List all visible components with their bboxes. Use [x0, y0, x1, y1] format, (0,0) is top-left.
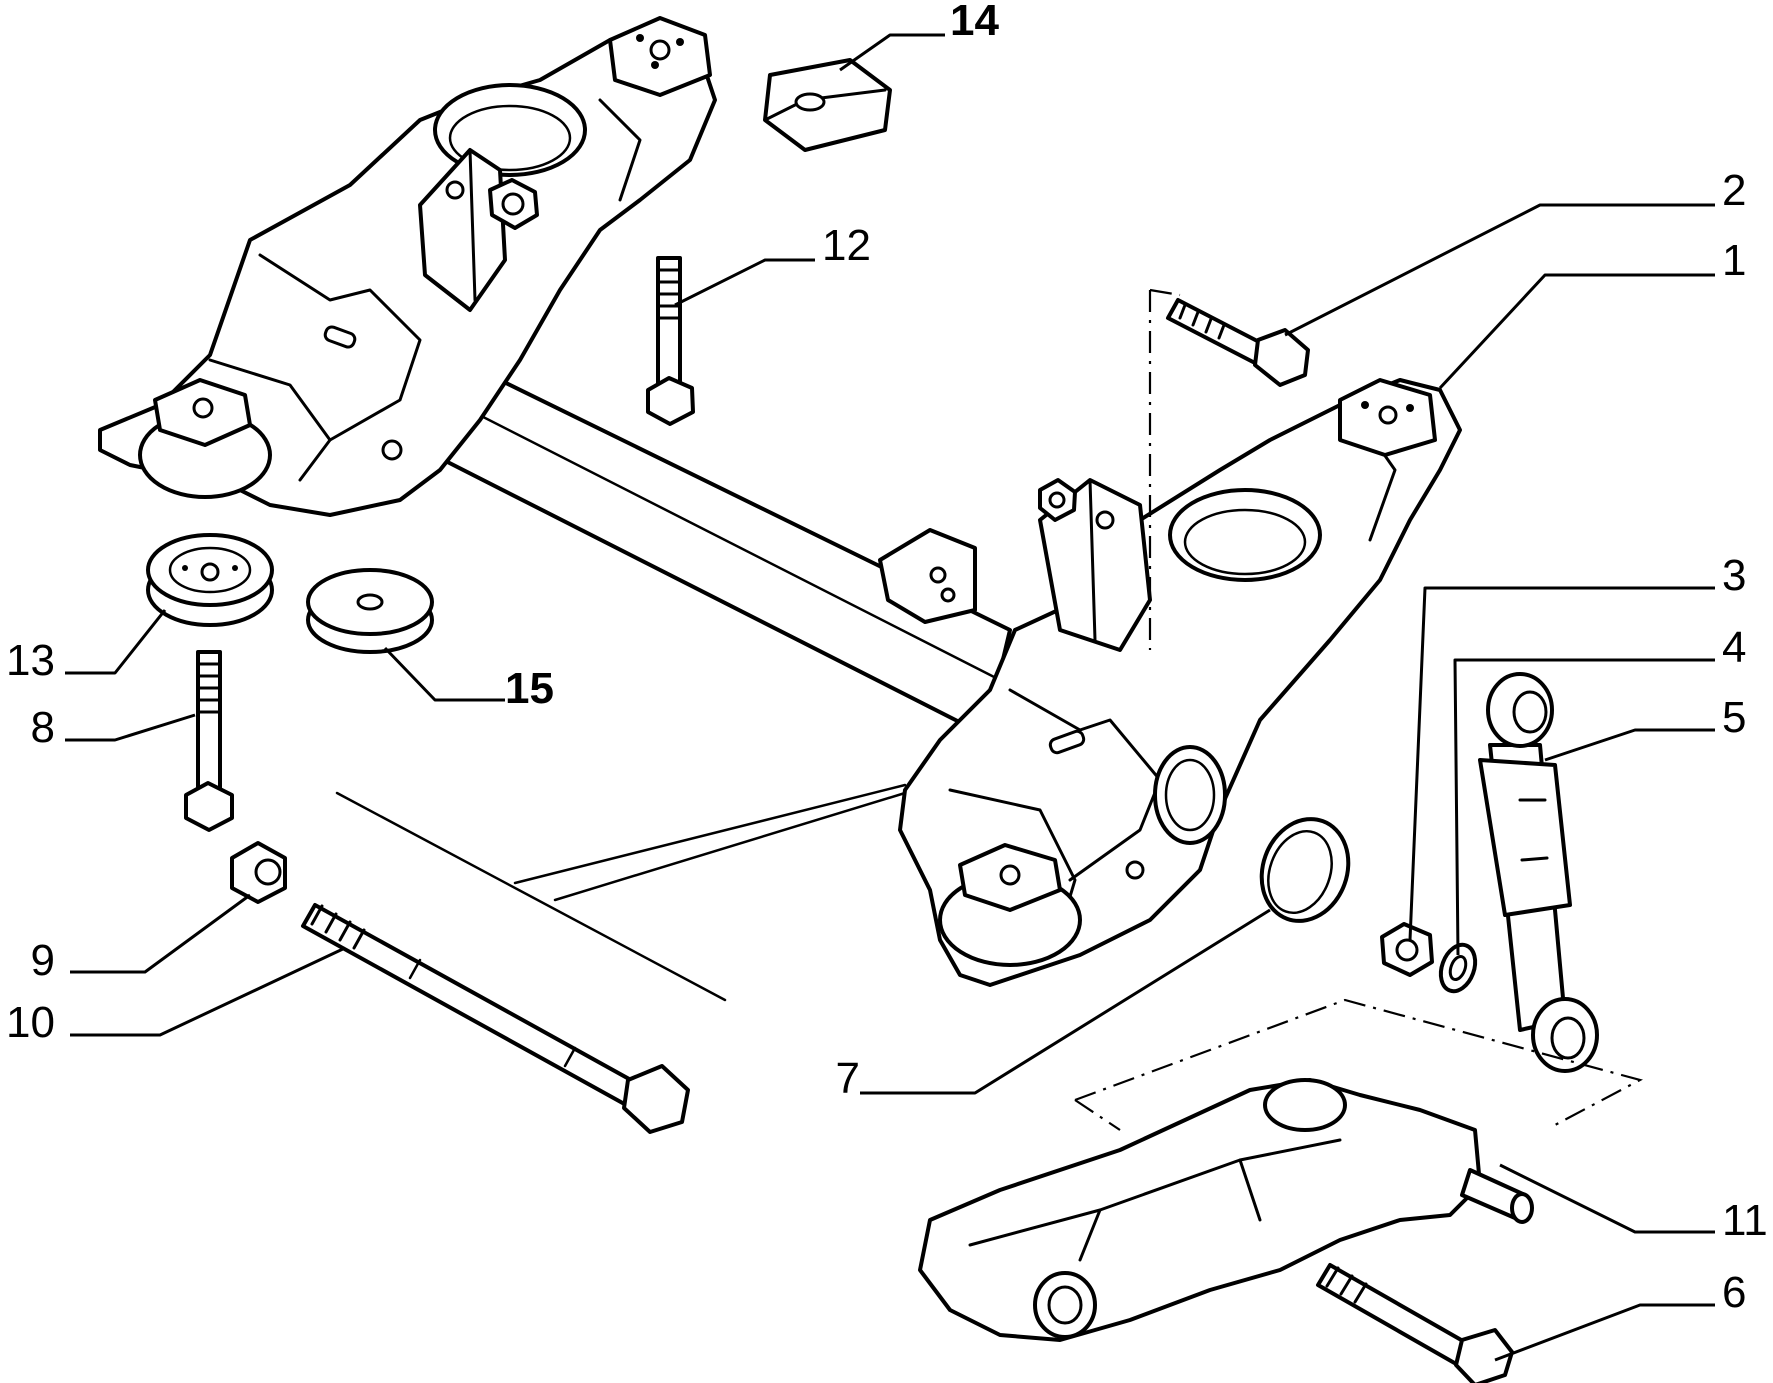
callout-10: 10	[6, 998, 55, 1047]
part-12-bolt	[646, 256, 695, 426]
right-bracket-nut	[1038, 478, 1077, 522]
part-7-bush	[1259, 817, 1351, 923]
callout-labels: 1 2 3 4 5 6 7 8 9 10 11 12 13 14 15	[6, 0, 1768, 1317]
lower-control-arm	[918, 1078, 1534, 1342]
right-front-mount	[938, 843, 1082, 967]
part-15-washer	[306, 568, 434, 654]
part-2-bolt	[1166, 298, 1310, 387]
callout-13: 13	[6, 636, 55, 685]
left-top-mount	[608, 16, 712, 97]
callout-11: 11	[1722, 1196, 1768, 1245]
part-3-nut	[1380, 922, 1434, 977]
callout-14: 14	[950, 0, 999, 45]
part-5-shock-absorber	[1478, 672, 1599, 1073]
right-top-mount	[1338, 378, 1437, 457]
part-11-stud	[1460, 1168, 1534, 1224]
callout-1: 1	[1722, 236, 1746, 285]
callout-12: 12	[822, 221, 871, 270]
callout-3: 3	[1722, 551, 1746, 600]
part-9-nut	[230, 841, 287, 904]
part-14-pad	[763, 58, 892, 152]
part-4-washer	[1438, 942, 1478, 994]
callout-8: 8	[31, 703, 55, 752]
left-bracket-nut	[488, 178, 539, 230]
callout-4: 4	[1722, 623, 1746, 672]
part-6-bolt	[1316, 1263, 1514, 1383]
callout-15: 15	[505, 664, 554, 713]
assembly-centerlines	[335, 288, 1643, 1131]
callout-6: 6	[1722, 1268, 1746, 1317]
leader-lines	[65, 33, 1715, 1362]
callout-2: 2	[1722, 166, 1746, 215]
callout-5: 5	[1722, 693, 1746, 742]
callout-7: 7	[836, 1054, 860, 1103]
part-13-bush	[146, 533, 274, 627]
crossmember-assembly	[98, 16, 1462, 987]
part-8-bolt	[184, 650, 234, 832]
left-front-mount	[138, 378, 272, 499]
part-10-bolt	[301, 903, 690, 1134]
callout-9: 9	[31, 936, 55, 985]
